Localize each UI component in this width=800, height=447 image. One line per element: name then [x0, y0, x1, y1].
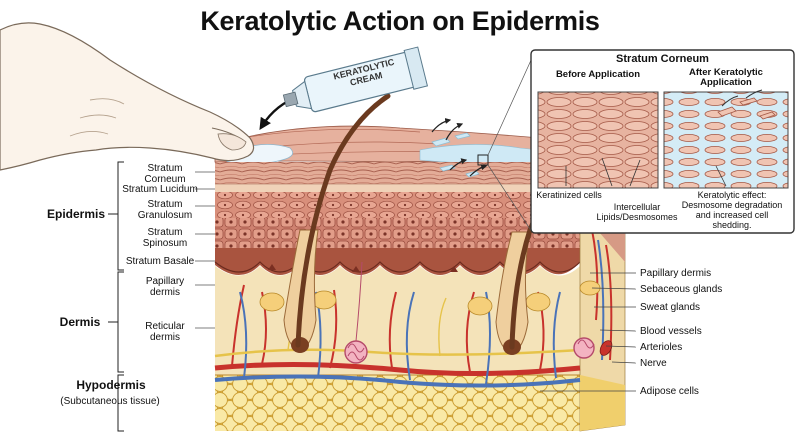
page-title: Keratolytic Action on Epidermis — [200, 6, 600, 36]
vein — [214, 374, 581, 388]
label-stratum-basale: Stratum Basale — [125, 256, 195, 267]
hair-follicle-left — [283, 93, 391, 353]
cream-tube — [282, 46, 429, 113]
inset-keratinized-label: Keratinized cells — [536, 190, 602, 200]
label-blood-vessels: Blood vessels — [640, 326, 702, 337]
label-arterioles: Arterioles — [640, 342, 683, 353]
artery — [214, 361, 581, 377]
inset-after-heading: After Keratolytic Application — [689, 67, 763, 88]
inset-before-heading: Before Application — [555, 69, 641, 80]
label-sweat-glands: Sweat glands — [640, 302, 701, 313]
label-papillary-dermis-right: Papillary dermis — [640, 268, 712, 279]
label-hypodermis-sub: (Subcutaneous tissue) — [60, 396, 160, 407]
label-epidermis: Epidermis — [46, 207, 106, 221]
label-hypodermis: Hypodermis — [76, 378, 146, 392]
finger — [0, 22, 255, 171]
label-stratum-granulosum: Stratum Granulosum — [137, 199, 193, 221]
label-nerve: Nerve — [640, 358, 667, 369]
label-adipose-cells: Adipose cells — [640, 386, 699, 397]
label-dermis: Dermis — [59, 315, 101, 329]
label-sebaceous-glands: Sebaceous glands — [640, 284, 723, 295]
label-stratum-spinosum: Stratum Spinosum — [142, 227, 188, 249]
label-stratum-corneum: Stratum Corneum — [144, 163, 186, 185]
zoom-marker — [477, 154, 489, 166]
label-reticular-dermis: Reticular dermis — [145, 321, 185, 343]
inset-intercellular-label: Intercellular Lipids/Desmosomes — [596, 202, 678, 222]
shedding-flakes — [431, 132, 480, 178]
inset-title: Stratum Corneum — [616, 53, 709, 65]
inset-effect-label: Keratolytic effect: Desmosome degradatio… — [681, 190, 783, 230]
label-stratum-lucidum: Stratum Lucidum — [122, 184, 198, 195]
label-papillary-dermis: Papillary dermis — [145, 276, 185, 298]
